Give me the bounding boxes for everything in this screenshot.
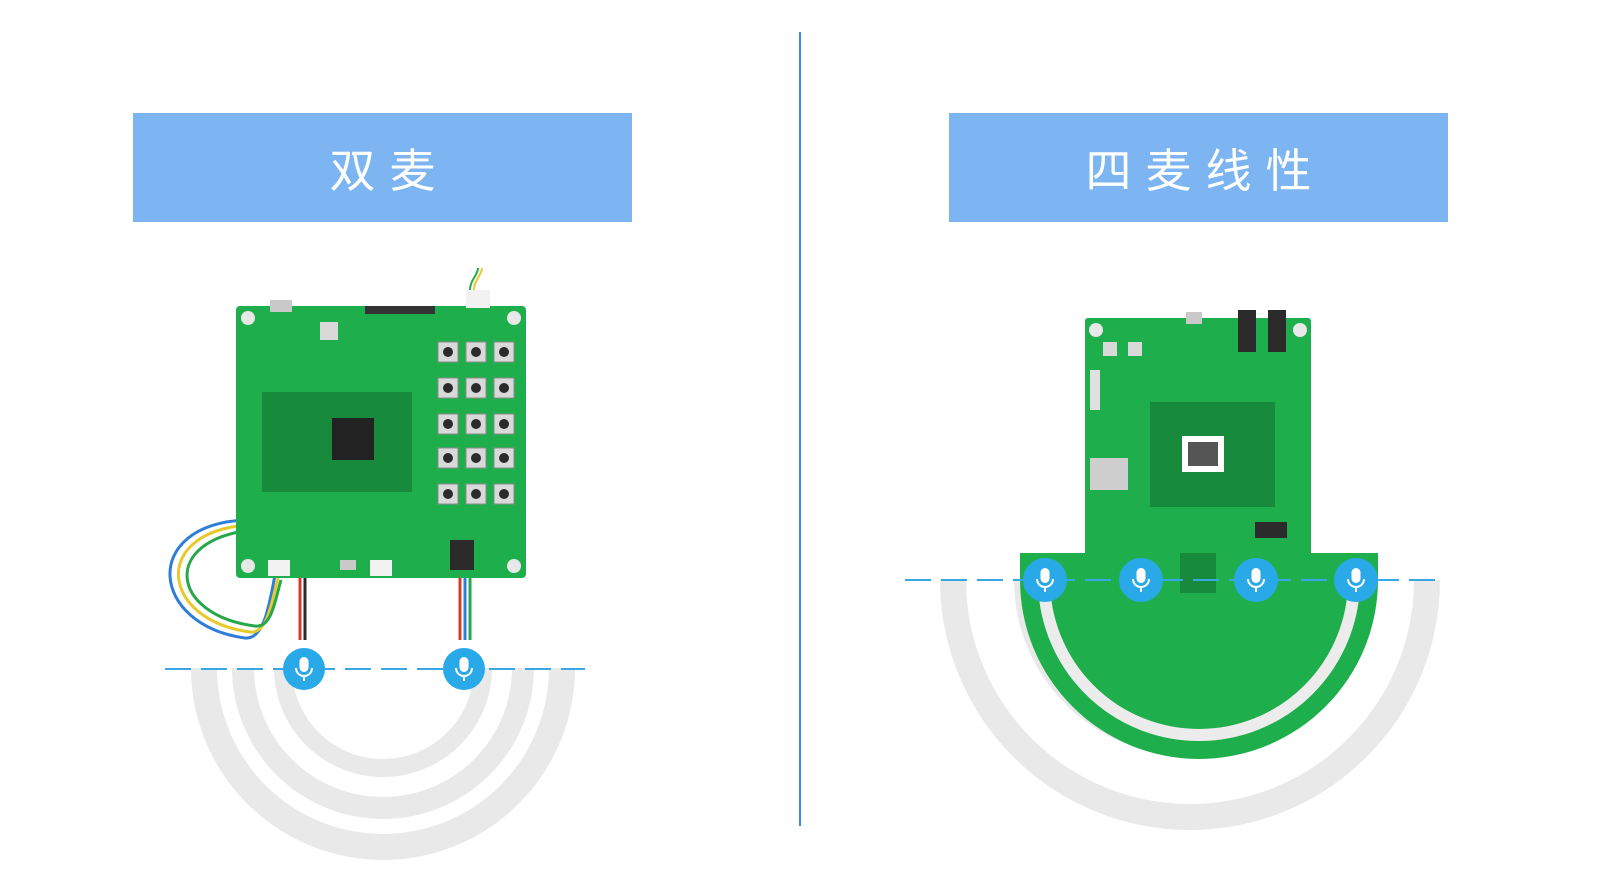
dual-mic-illustration bbox=[165, 267, 585, 860]
microphone-icon bbox=[1023, 558, 1067, 602]
sound-wave-arc-middle bbox=[232, 667, 534, 819]
microphone-icon bbox=[1119, 558, 1163, 602]
dev-board-quad bbox=[1085, 310, 1311, 556]
wires bbox=[168, 518, 472, 640]
panel-divider bbox=[799, 32, 801, 826]
quad-mic-illustration bbox=[905, 310, 1440, 830]
right-title-box: 四麦线性 bbox=[949, 113, 1448, 222]
microphone-icon bbox=[1334, 558, 1378, 602]
sound-wave-arc-outer bbox=[940, 579, 1440, 830]
right-panel: 四麦线性 bbox=[800, 0, 1600, 889]
microphone-icon bbox=[283, 648, 325, 690]
microphone-icon bbox=[1234, 558, 1278, 602]
left-panel: 双麦 bbox=[133, 113, 632, 860]
dev-board-dual bbox=[236, 267, 526, 578]
sound-wave-arc-outer bbox=[191, 667, 575, 860]
sound-wave-arc-inner bbox=[274, 667, 492, 777]
left-title: 双麦 bbox=[329, 143, 450, 198]
sound-wave-arcs bbox=[191, 667, 575, 860]
microphone-icon bbox=[443, 648, 485, 690]
right-title: 四麦线性 bbox=[1085, 143, 1326, 198]
mic-array-board bbox=[1020, 553, 1378, 759]
left-title-box: 双麦 bbox=[133, 113, 632, 222]
